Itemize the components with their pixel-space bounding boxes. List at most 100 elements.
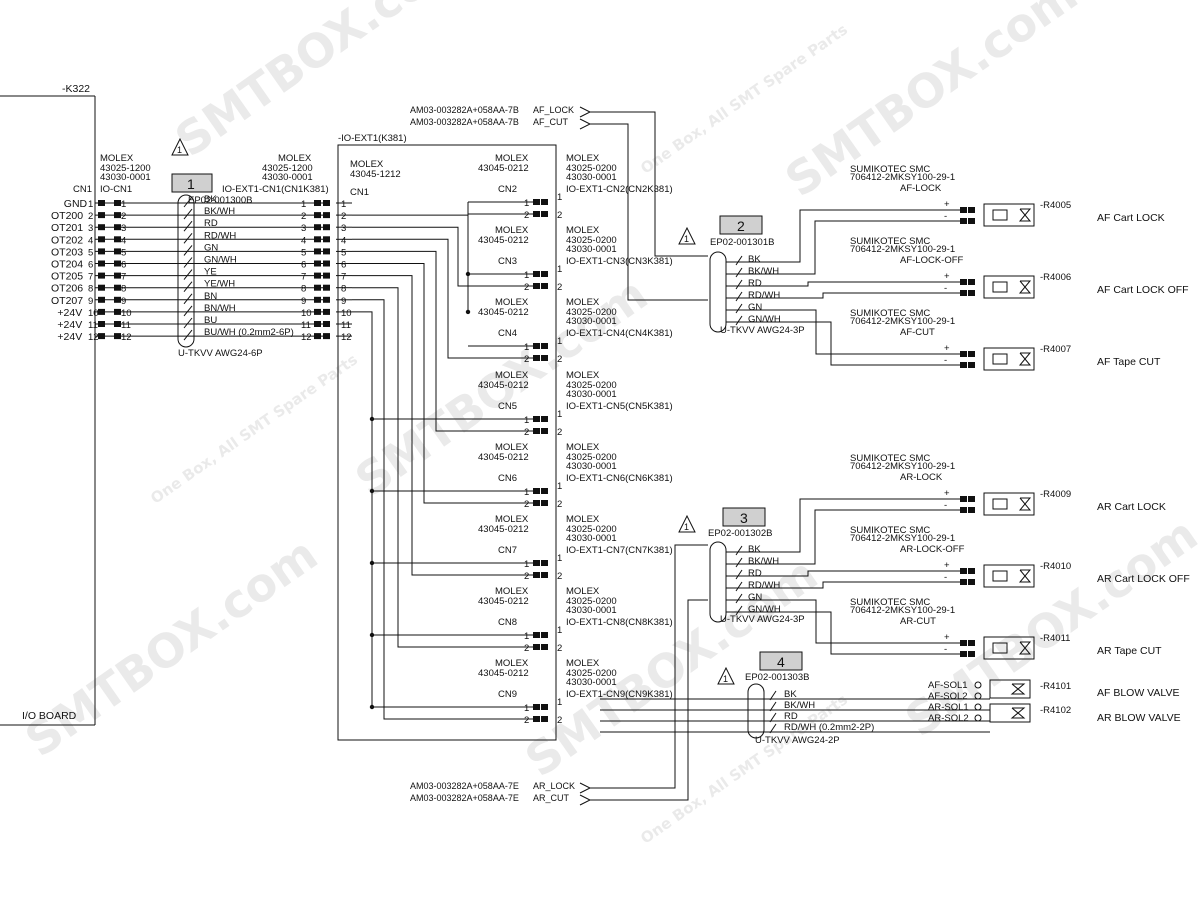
cn-plug <box>541 211 548 217</box>
valve-wire-a <box>726 209 960 263</box>
cn-plug <box>533 199 540 205</box>
mid-plug <box>314 321 321 327</box>
valve-wire-a <box>726 599 960 644</box>
cn-right-pn1: 43025-0200 <box>566 380 617 391</box>
cn-pin2: 2 <box>524 643 529 654</box>
valve-plug <box>968 640 975 646</box>
valve-plug <box>968 362 975 368</box>
cn-right-pn1: 43025-0200 <box>566 235 617 246</box>
cable3-warning: 1 <box>684 522 689 532</box>
cable-pin-num: 4 <box>121 235 126 246</box>
left-plug <box>98 308 105 315</box>
cn-name-CN7: IO-EXT1-CN7(CN7K381) <box>566 545 673 556</box>
cn-left-pn: 43045-0212 <box>478 596 529 607</box>
cable2-tick <box>735 255 743 266</box>
cn-maker-left: MOLEX <box>495 225 529 236</box>
cable2-tick <box>735 315 743 326</box>
cn-maker-left: MOLEX <box>495 297 529 308</box>
valve-coil <box>992 353 1008 365</box>
pin-label-4: OT203 <box>51 246 83 258</box>
valve-pn: 706412-2MKSY100-29-1 <box>850 172 955 183</box>
left-plug <box>98 224 105 231</box>
valve-desc-3: AR Cart LOCK <box>1097 501 1166 513</box>
cn-plug <box>541 416 548 422</box>
ext-pin-num: 12 <box>341 332 352 343</box>
blow-valve-2 <box>989 703 1031 723</box>
cable3-color-2: RD <box>748 568 762 579</box>
valve-wire-b <box>726 321 960 366</box>
blow-terminal <box>974 692 982 700</box>
left-plug <box>98 212 105 219</box>
valve-ref-3: -R4009 <box>1040 489 1071 500</box>
ar-lock-label: AR_LOCK <box>533 781 575 791</box>
valve-plug <box>968 579 975 585</box>
valve-minus: - <box>944 283 947 294</box>
ext-route-7 <box>352 299 533 720</box>
ar-lock-wire <box>590 544 708 789</box>
valve-ref-5: -R4011 <box>1040 633 1070 644</box>
cable3-color-1: BK/WH <box>748 556 779 567</box>
left-plug <box>114 236 121 243</box>
junction-dot <box>369 704 375 710</box>
cn-plug <box>541 716 548 722</box>
cable2-tick <box>735 303 743 314</box>
junction-dot <box>369 632 375 638</box>
valve-maker: SUMIKOTEC SMC <box>850 525 930 536</box>
blow-sol-0: AF-SOL1 <box>928 680 968 691</box>
mid-plug <box>314 236 321 243</box>
cn-maker-left: MOLEX <box>495 514 529 525</box>
blow-symbol-2 <box>1010 707 1026 719</box>
cable4-part: EP02-001303B <box>745 672 809 683</box>
pin-label-7: OT206 <box>51 283 83 295</box>
left-pin-num: 12 <box>88 332 99 343</box>
cn-plug <box>533 283 540 289</box>
cn-pin2-r: 2 <box>557 427 562 438</box>
valve-minus: - <box>944 644 947 655</box>
mid-plug <box>314 260 321 267</box>
ext-board-title: -IO-EXT1(K381) <box>338 133 407 144</box>
valve-sig-3: AR-LOCK <box>900 472 943 483</box>
valve-plug <box>960 507 967 513</box>
valve-plug <box>960 207 967 213</box>
cable1-bundle-oval <box>177 194 195 348</box>
mid-plug <box>323 224 330 231</box>
cable2-type: U-TKVV AWG24-3P <box>720 325 805 336</box>
cable4-color-0: BK <box>784 689 797 700</box>
cable4-oval <box>747 683 765 739</box>
valve-pn: 706412-2MKSY100-29-1 <box>850 533 955 544</box>
cn-name-CN2: IO-EXT1-CN2(CN2K381) <box>566 184 673 195</box>
cable3-tick <box>735 581 743 592</box>
valve-symbol <box>1018 280 1032 294</box>
valve-desc-1: AF Cart LOCK OFF <box>1097 284 1189 296</box>
cn-plug <box>533 416 540 422</box>
mid-plug <box>323 236 330 243</box>
cable4-type: U-TKVV AWG24-2P <box>755 735 840 746</box>
blow-terminal <box>974 703 982 711</box>
cn-pin1-r: 1 <box>557 192 562 203</box>
mid-conn-maker: MOLEX <box>278 153 312 164</box>
cable1-color-11: BU/WH (0.2mm2-6P) <box>204 327 294 338</box>
cn-pin1-r: 1 <box>557 697 562 708</box>
cn-pin2-r: 2 <box>557 643 562 654</box>
cable3-tick <box>735 545 743 556</box>
cn-label-CN4: CN4 <box>498 328 517 339</box>
left-pin-num: 1 <box>88 199 93 210</box>
cable2-color-3: RD/WH <box>748 290 780 301</box>
mid-pin-num: 1 <box>301 199 306 210</box>
cable2-color-5: GN/WH <box>748 314 781 325</box>
valve-wire-b <box>726 611 960 655</box>
cable-pin-num: 9 <box>121 296 126 307</box>
ar-lock-part: AM03-003282A+058AA-7E <box>410 781 519 791</box>
k322-label: -K322 <box>62 83 90 95</box>
cn-pin1: 1 <box>524 415 529 426</box>
cn-name-CN9: IO-EXT1-CN9(CN9K381) <box>566 689 673 700</box>
cn-pin1-r: 1 <box>557 336 562 347</box>
mid-pin-num: 8 <box>301 284 306 295</box>
valve-sig-0: AF-LOCK <box>900 183 942 194</box>
left-pin-num: 2 <box>88 211 93 222</box>
valve-wire-a <box>726 309 960 355</box>
cable1-tick <box>183 293 193 305</box>
valve-desc-2: AF Tape CUT <box>1097 356 1161 368</box>
valve-plug <box>968 351 975 357</box>
